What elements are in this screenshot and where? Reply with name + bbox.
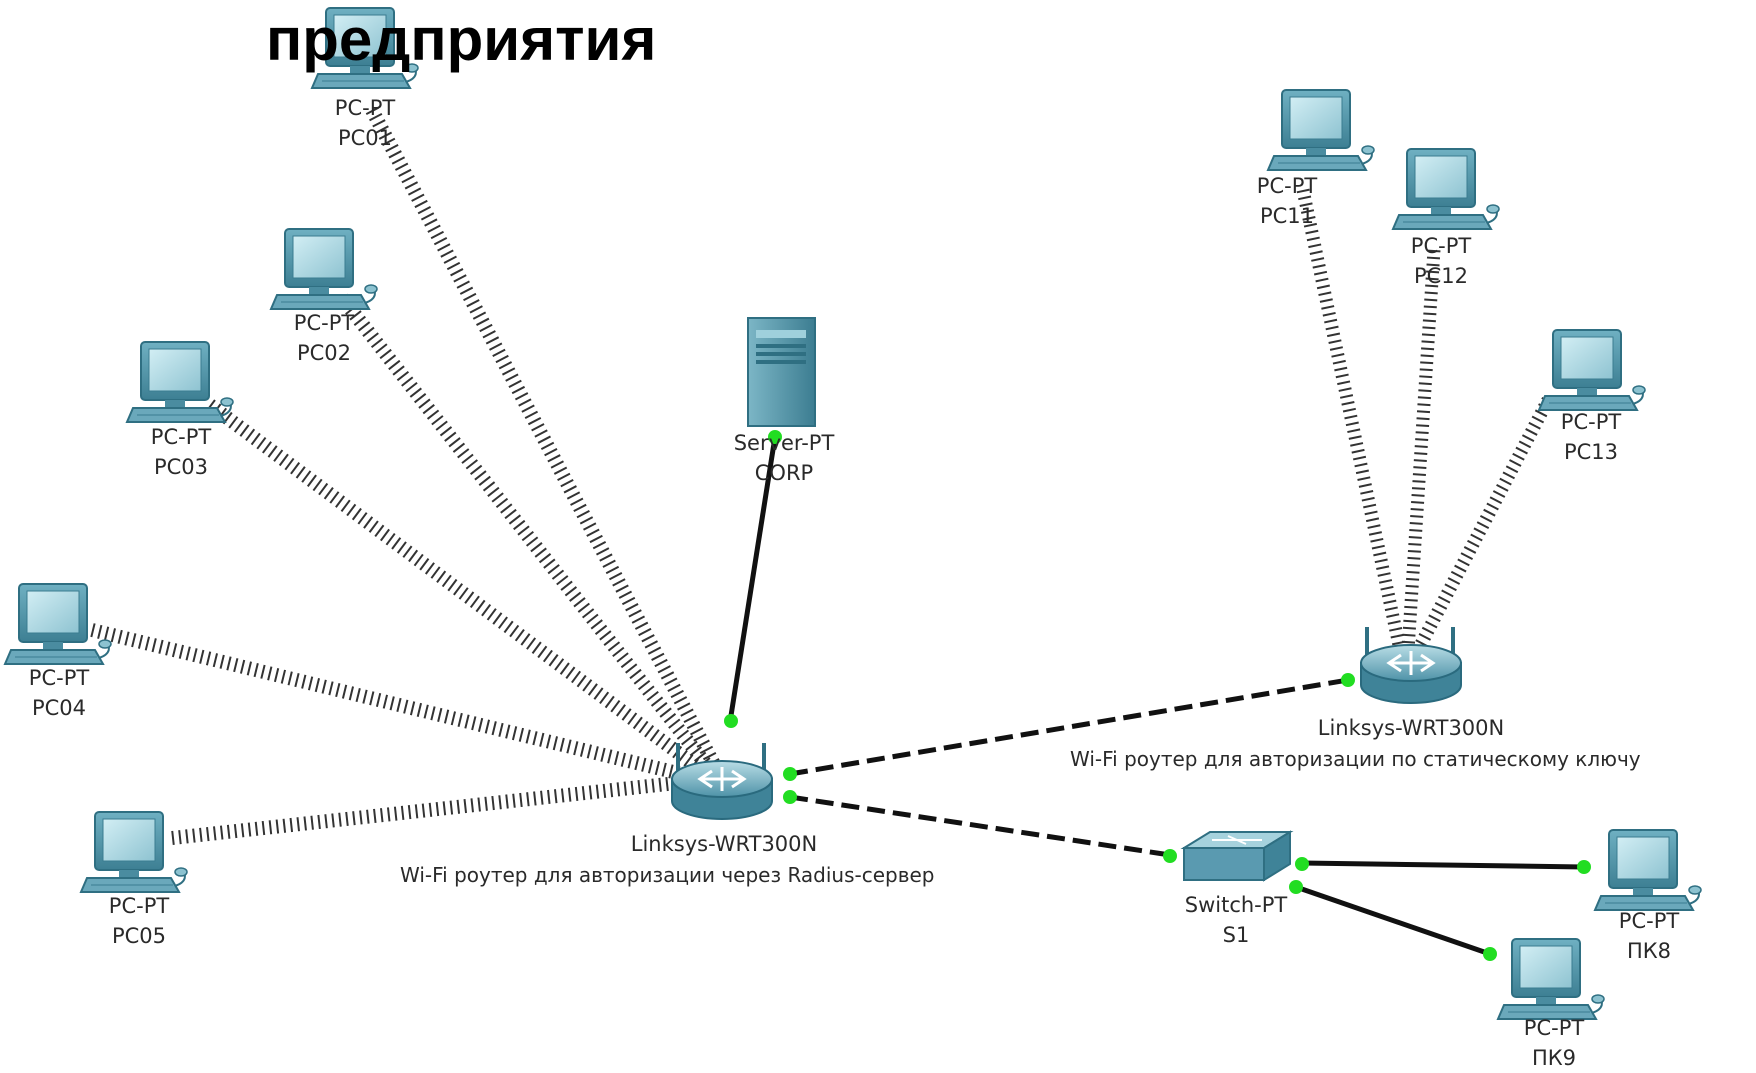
pc04-name: PC04 — [31, 696, 87, 720]
port-dot — [1163, 849, 1177, 863]
cable-router1-switch — [789, 794, 1171, 858]
pc13-icon[interactable] — [1538, 329, 1646, 411]
pk9-label: PC-PT ПК9 — [1524, 1013, 1584, 1073]
port-dot — [783, 790, 797, 804]
router-1-model: Linksys-WRT300N — [630, 832, 818, 856]
router-2-icon[interactable] — [1359, 625, 1463, 705]
pc04-model: PC-PT — [28, 666, 90, 690]
pk9-icon[interactable] — [1497, 938, 1605, 1020]
cable-router1-router2 — [789, 677, 1349, 777]
port-dot — [1341, 673, 1355, 687]
pc03-name: PC03 — [153, 455, 209, 479]
wired-links — [727, 436, 1585, 957]
pc12-label: PC-PT PC12 — [1411, 231, 1471, 291]
wireless-link-pc04 — [90, 623, 700, 785]
wireless-link-pc13 — [1412, 397, 1554, 653]
pc03-model: PC-PT — [150, 425, 212, 449]
router-2-model: Linksys-WRT300N — [1317, 716, 1505, 740]
pc01-name: PC01 — [337, 126, 393, 150]
pc05-model: PC-PT — [108, 894, 170, 918]
server-icon[interactable] — [747, 317, 816, 427]
wireless-link-pc12 — [1401, 249, 1441, 651]
pc11-model: PC-PT — [1256, 174, 1318, 198]
wireless-links-router-2 — [1296, 188, 1554, 653]
cable-switch-pk8 — [1301, 860, 1585, 870]
cable-server-router1 — [727, 436, 778, 723]
port-dot — [1289, 880, 1303, 894]
pk9-name: ПК9 — [1531, 1046, 1577, 1070]
wireless-link-pc05 — [171, 775, 687, 845]
router-2-description: Wi-Fi роутер для авторизации по статичес… — [1070, 747, 1641, 771]
server-label: Server-PT CORP — [734, 428, 835, 488]
page-heading: предприятия — [266, 6, 657, 73]
switch-name: S1 — [1222, 923, 1250, 947]
router-1-icon[interactable] — [670, 741, 774, 821]
pc01-label: PC-PT PC01 — [335, 93, 395, 153]
wireless-links-router-1 — [90, 106, 725, 845]
pc02-label: PC-PT PC02 — [294, 308, 354, 368]
switch-model: Switch-PT — [1184, 893, 1288, 917]
port-dot — [783, 767, 797, 781]
pc05-icon[interactable] — [80, 811, 188, 893]
pk8-icon[interactable] — [1594, 829, 1702, 911]
wireless-link-pc02 — [336, 293, 718, 777]
router-1-description: Wi-Fi роутер для авторизации через Radiu… — [400, 863, 935, 887]
pc13-label: PC-PT PC13 — [1561, 407, 1621, 467]
server-model: Server-PT — [733, 431, 835, 455]
pc11-icon[interactable] — [1267, 89, 1375, 171]
pc03-icon[interactable] — [126, 341, 234, 423]
pc04-label: PC-PT PC04 — [29, 663, 89, 723]
port-indicators — [724, 430, 1591, 961]
wireless-link-pc11 — [1296, 188, 1407, 652]
switch-label: Switch-PT S1 — [1185, 890, 1288, 950]
pc13-name: PC13 — [1563, 440, 1619, 464]
port-dot — [1483, 947, 1497, 961]
pc01-model: PC-PT — [334, 96, 396, 120]
port-dot — [768, 430, 782, 444]
pk8-model: PC-PT — [1618, 909, 1680, 933]
pc11-name: PC11 — [1259, 204, 1315, 228]
wireless-link-pc03 — [205, 399, 713, 781]
pc11-label: PC-PT PC11 — [1257, 171, 1317, 231]
pc02-icon[interactable] — [270, 228, 378, 310]
pk8-label: PC-PT ПК8 — [1619, 906, 1679, 966]
router-2-label: Linksys-WRT300N — [1318, 713, 1505, 743]
pc12-model: PC-PT — [1410, 234, 1472, 258]
port-dot — [1577, 860, 1591, 874]
router-1-label: Linksys-WRT300N — [631, 829, 818, 859]
pc05-name: PC05 — [111, 924, 167, 948]
port-dot — [724, 714, 738, 728]
pc13-model: PC-PT — [1560, 410, 1622, 434]
pk9-model: PC-PT — [1523, 1016, 1585, 1040]
pc05-label: PC-PT PC05 — [109, 891, 169, 951]
pc12-name: PC12 — [1413, 264, 1469, 288]
port-dot — [1295, 857, 1309, 871]
pc03-label: PC-PT PC03 — [151, 422, 211, 482]
cable-switch-pk9 — [1295, 884, 1491, 957]
pc02-model: PC-PT — [293, 311, 355, 335]
pc12-icon[interactable] — [1392, 148, 1500, 230]
wireless-link-pc01 — [365, 106, 725, 776]
pk8-name: ПК8 — [1626, 939, 1672, 963]
pc02-name: PC02 — [296, 341, 352, 365]
server-name: CORP — [754, 461, 814, 485]
switch-icon[interactable] — [1180, 830, 1294, 882]
